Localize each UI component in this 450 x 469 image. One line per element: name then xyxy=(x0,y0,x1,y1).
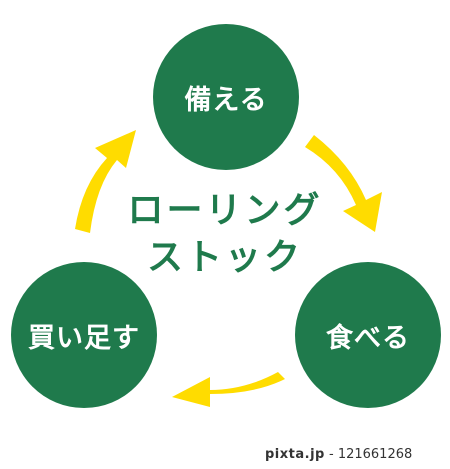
step-eat-node: 食べる xyxy=(295,262,441,408)
center-title-line2: ストック xyxy=(146,237,303,278)
watermark-separator: - xyxy=(324,447,338,462)
step-prepare-node: 備える xyxy=(153,24,299,170)
step-eat-label: 食べる xyxy=(326,322,410,354)
arrow-right-to-left xyxy=(172,372,285,407)
watermark-site: pixta.jp xyxy=(265,447,325,462)
center-title-line1: ローリング xyxy=(127,190,323,231)
arrow-left-to-top xyxy=(75,130,136,233)
watermark: pixta.jp - 121661268 xyxy=(265,447,412,462)
arrow-top-to-right xyxy=(305,135,382,232)
step-restock-label: 買い足す xyxy=(28,322,140,354)
step-prepare-label: 備える xyxy=(184,84,268,116)
watermark-id: 121661268 xyxy=(337,447,413,462)
step-restock-node: 買い足す xyxy=(11,262,157,408)
